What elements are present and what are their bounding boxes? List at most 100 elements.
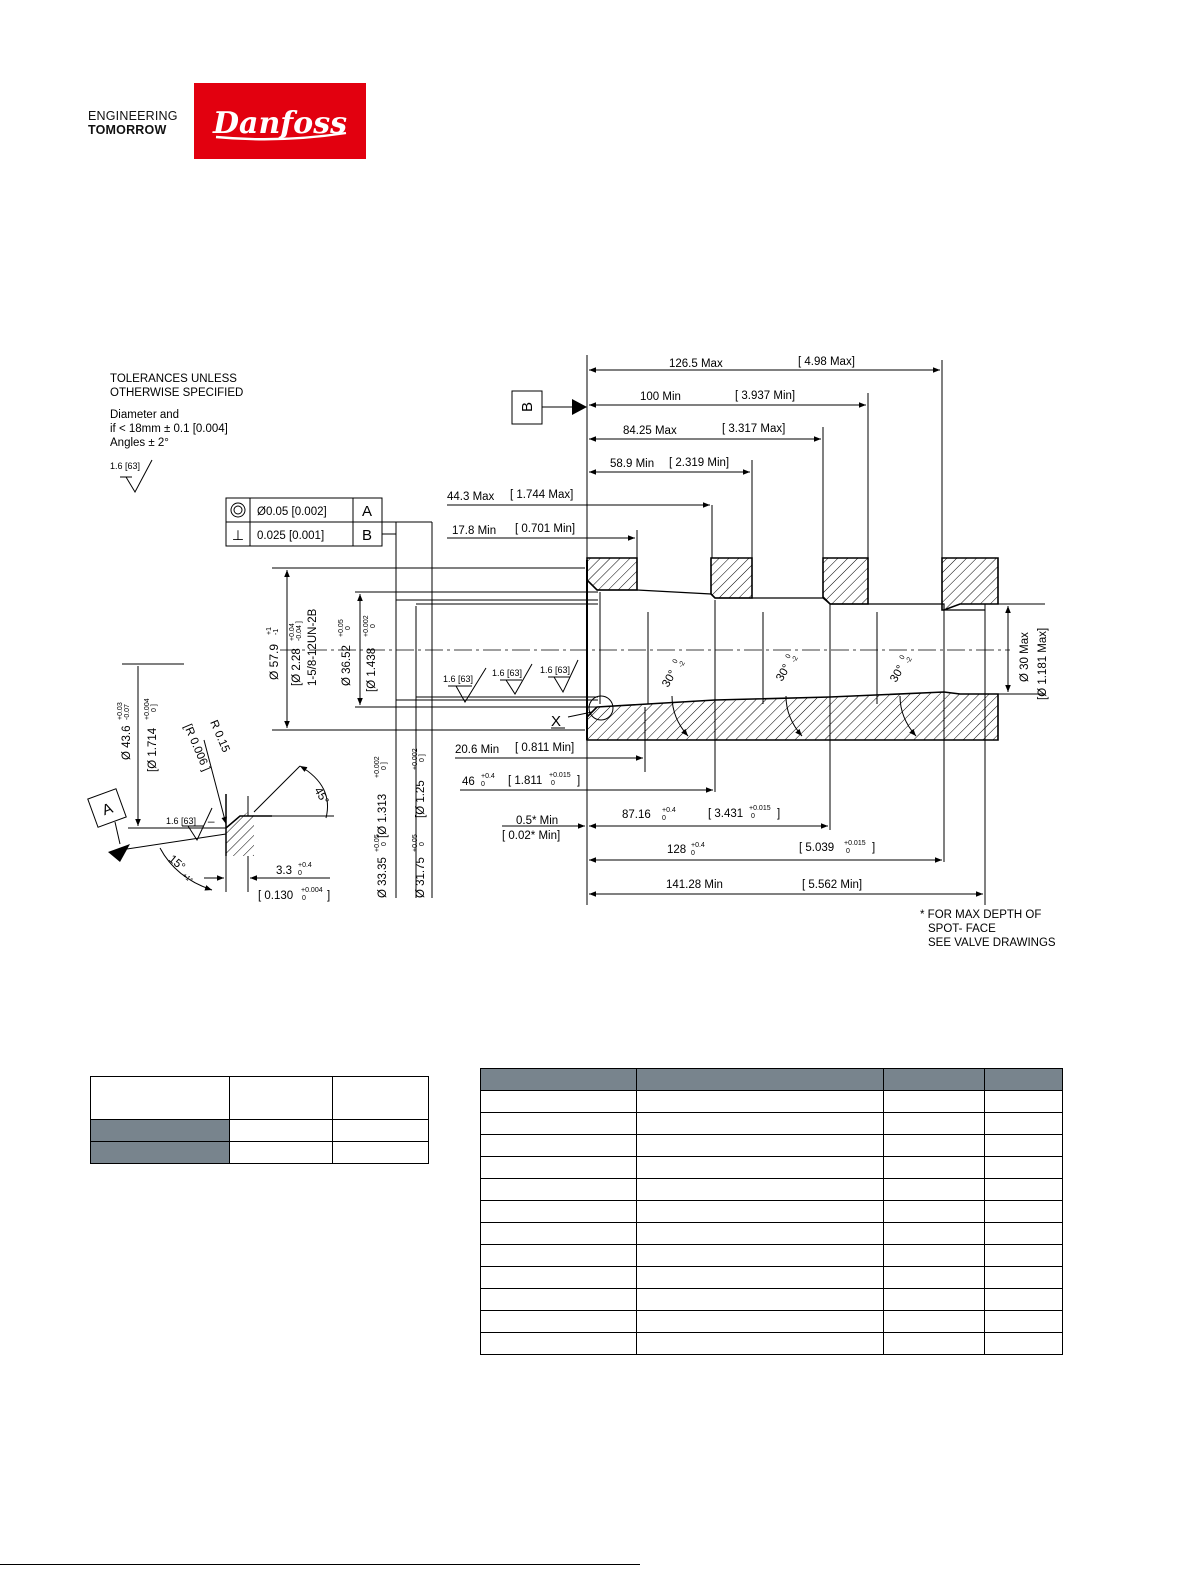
detail-radius-0-15: R 0.15 xyxy=(207,718,231,754)
table-row-header xyxy=(90,1119,230,1142)
table-row xyxy=(480,1156,1063,1179)
table-row xyxy=(480,1200,1063,1223)
fcf-datum-a: A xyxy=(362,503,372,520)
detail-dash: _ xyxy=(207,811,215,823)
table-row xyxy=(90,1119,429,1142)
dim-46-tol-up: +0.4 xyxy=(481,773,495,780)
detail-dim-0-130-tol-up: +0.004 xyxy=(301,887,323,894)
angle-30-a-tol-dn: -2 xyxy=(678,660,687,669)
dim-128-tol-dn: 0 xyxy=(691,850,695,857)
table-cell xyxy=(636,1222,884,1245)
tolerance-line-1: TOLERANCES UNLESS xyxy=(110,373,237,385)
table-cell xyxy=(636,1112,884,1135)
table-cell xyxy=(883,1266,985,1289)
dim-5-039-tol-dn: 0 xyxy=(846,848,850,855)
detail-dia-43-6-tol-dn: -0.07 xyxy=(124,704,131,720)
tolerance-notes: TOLERANCES UNLESS OTHERWISE SPECIFIED Di… xyxy=(110,373,243,449)
table-row xyxy=(480,1332,1063,1355)
dim-dia-1-313-tol-dn: 0 ] xyxy=(381,762,388,770)
dim-dia-57-9-tol-dn: -1 xyxy=(273,629,280,635)
footer-rule xyxy=(0,1564,640,1565)
detail-dim-0-130: [ 0.130 xyxy=(258,890,293,902)
footnote-line-1: * FOR MAX DEPTH OF xyxy=(920,909,1041,921)
detail-dia-1-714-tol-dn: 0 ] xyxy=(151,704,158,712)
dim-dia-36-52-tol-dn: 0 xyxy=(345,626,352,630)
dim-dia-31-75-tol-up: +0.05 xyxy=(412,834,419,852)
dim-128: 128 xyxy=(667,844,686,856)
detail-dim-0-130-tol-dn: 0 xyxy=(302,895,306,902)
angle-30-c-tol-dn: -2 xyxy=(905,656,914,665)
dim-dia-1-438: [Ø 1.438 xyxy=(366,648,378,692)
table-cell xyxy=(636,1090,884,1113)
dim-87-16-tol-dn: 0 xyxy=(662,815,666,822)
tolerance-line-3: Diameter and xyxy=(110,409,179,421)
dim-1-744-max: [ 1.744 Max] xyxy=(510,489,573,501)
left-table xyxy=(90,1076,429,1164)
dim-5-039-tol-up: +0.015 xyxy=(844,840,866,847)
dim-dia-2-28-tol-dn: -0.04 ] xyxy=(296,621,303,641)
table-cell xyxy=(636,1310,884,1333)
dim-dia-36-52-tol-up: +0.05 xyxy=(338,619,345,637)
dim-128-tol-up: +0.4 xyxy=(691,842,705,849)
dim-0-701-min: [ 0.701 Min] xyxy=(515,523,575,535)
table-cell xyxy=(480,1156,637,1179)
table-row xyxy=(480,1222,1063,1245)
table-cell xyxy=(636,1200,884,1223)
table-cell xyxy=(332,1119,429,1142)
detail-dim-3-3-tol-dn: 0 xyxy=(298,870,302,877)
dim-87-16-tol-up: +0.4 xyxy=(662,807,676,814)
footnote: * FOR MAX DEPTH OF SPOT- FACE SEE VALVE … xyxy=(920,909,1056,949)
table-cell xyxy=(229,1119,333,1142)
dim-dia-57-9-tol-up: +1 xyxy=(266,627,273,635)
table-row xyxy=(90,1141,429,1164)
table-cell xyxy=(883,1310,985,1333)
dim-dia-33-35: Ø 33.35 xyxy=(377,857,389,898)
table-cell xyxy=(984,1178,1063,1201)
detail-mark-x: X xyxy=(551,713,561,730)
table-cell xyxy=(883,1178,985,1201)
dim-44-3-max: 44.3 Max xyxy=(447,491,495,503)
dim-3-317-max: [ 3.317 Max] xyxy=(722,423,785,435)
table-cell xyxy=(883,1112,985,1135)
technical-drawing: TOLERANCES UNLESS OTHERWISE SPECIFIED Di… xyxy=(87,355,1056,949)
thread-spec: 1-5/8-12UN-2B xyxy=(307,608,319,686)
dim-dia-30-max: Ø 30 Max xyxy=(1019,632,1031,682)
detail-angle-15: 15° xyxy=(166,853,187,873)
table-cell xyxy=(636,1178,884,1201)
angle-30-c-tol-up: 0 xyxy=(899,654,907,661)
dim-0-02-min: [ 0.02* Min] xyxy=(502,830,560,842)
detail-roughness: 1.6 [63] xyxy=(166,816,196,826)
right-table xyxy=(480,1068,1063,1355)
dim-58-9-min: 58.9 Min xyxy=(610,458,654,470)
bottom-dimensions: 20.6 Min [ 0.811 Min] 46 +0.4 0 [ 1.811 … xyxy=(455,692,986,905)
detail-view: Ø 43.6 +0.03 -0.07 [Ø 1.714 +0.004 0 ] R… xyxy=(87,663,334,902)
table-cell xyxy=(636,1134,884,1157)
dim-dia-1-313-tol-up: +0.002 xyxy=(374,756,381,778)
table-header-cell xyxy=(636,1068,884,1091)
table-cell xyxy=(984,1090,1063,1113)
table-cell xyxy=(480,1244,637,1267)
table-row xyxy=(480,1134,1063,1157)
feature-control-frame: Ø0.05 [0.002] A ⊥ 0.025 [0.001] B xyxy=(225,497,433,898)
dim-0-811-min: [ 0.811 Min] xyxy=(515,742,574,754)
brand-wordmark: Danfoss xyxy=(212,106,347,141)
footnote-line-2: SPOT- FACE xyxy=(928,923,996,935)
table-cell xyxy=(883,1332,985,1355)
right-diameter: Ø 30 Max [Ø 1.181 Max] xyxy=(998,603,1049,700)
table-header-cell xyxy=(883,1068,985,1091)
fcf-datum-b: B xyxy=(362,527,372,544)
roughness-label: 1.6 [63] xyxy=(110,461,140,471)
table-cell xyxy=(984,1156,1063,1179)
table-cell xyxy=(984,1332,1063,1355)
tolerance-line-4: if < 18mm ± 0.1 [0.004] xyxy=(110,423,228,435)
table-row xyxy=(480,1244,1063,1267)
table-cell xyxy=(480,1112,637,1135)
dim-87-16: 87.16 xyxy=(622,809,651,821)
footnote-line-3: SEE VALVE DRAWINGS xyxy=(928,937,1056,949)
table-cell xyxy=(883,1288,985,1311)
tagline-tomorrow: TOMORROW xyxy=(88,123,167,137)
dim-dia-1-25-tol-dn: 0 ] xyxy=(419,754,426,762)
angle-30-a-tol-up: 0 xyxy=(672,658,680,665)
table-header-cell xyxy=(480,1068,637,1091)
dim-1-811: [ 1.811 xyxy=(508,775,542,787)
